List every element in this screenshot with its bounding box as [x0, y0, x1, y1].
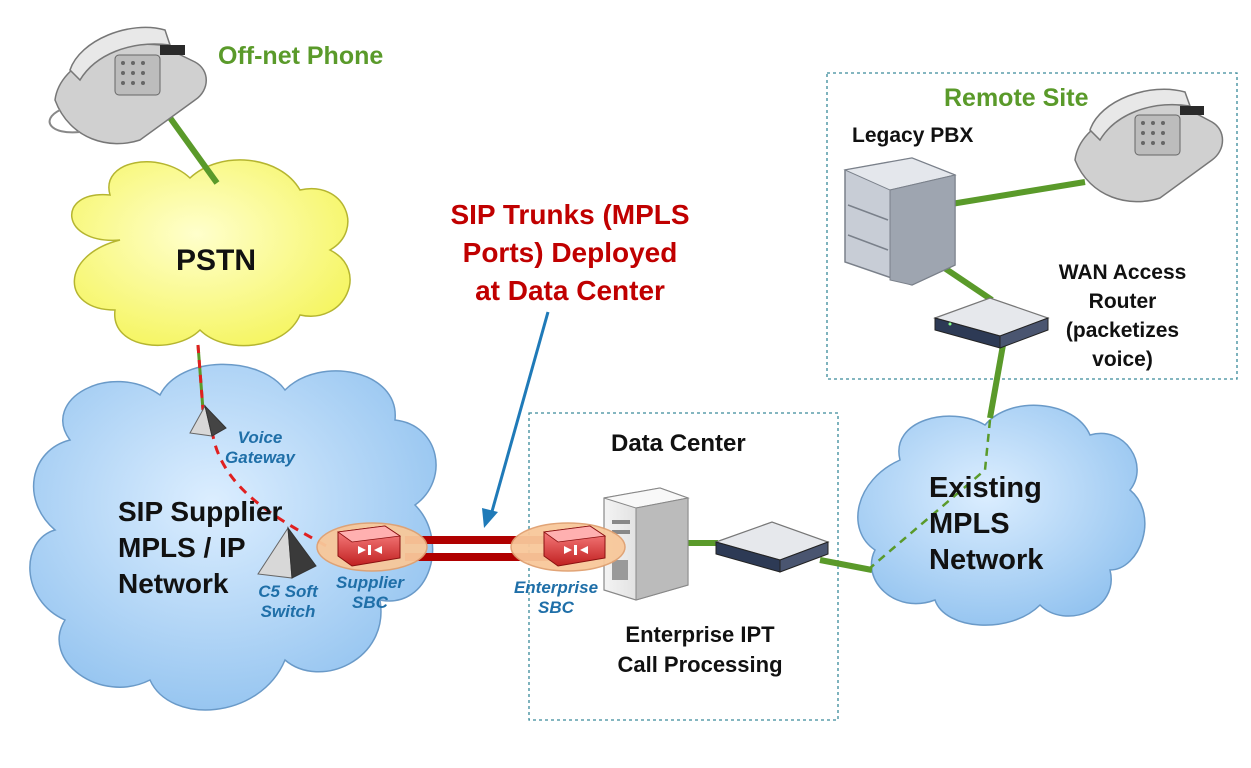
- voice-gateway-line2: Gateway: [225, 448, 295, 467]
- supplier-sbc-line2: SBC: [352, 593, 388, 612]
- remote-phone-icon: [1074, 88, 1224, 203]
- sip-trunk-lower: [405, 553, 553, 561]
- sip-supplier-network-label: SIP Supplier MPLS / IP Network: [118, 494, 282, 602]
- wan-access-router-label: WAN Access Router (packetizes voice): [1050, 258, 1195, 374]
- pstn-gateway-dashed-path-red: [196, 344, 205, 411]
- remote-site-label: Remote Site: [944, 84, 1089, 112]
- gateway-to-sbc-dashed-path: [210, 429, 331, 550]
- enterprise-ipt-server-icon: [603, 487, 690, 601]
- data-center-router-icon: [714, 521, 830, 573]
- existing-mpls-cloud: [857, 404, 1146, 626]
- callout-arrow: [489, 311, 550, 516]
- pstn-label: PSTN: [176, 244, 257, 277]
- existing-mpls-network-label: Existing MPLS Network: [929, 470, 1043, 578]
- pbx-to-phone-link: [944, 179, 1086, 208]
- wan-router-line3: (packetizes: [1065, 319, 1180, 342]
- mpls-dashed-path: [869, 419, 992, 569]
- enterprise-sbc-line1: Enterprise: [513, 578, 599, 597]
- c5-soft-switch-label: C5 Soft Switch: [248, 582, 328, 622]
- supplier-sbc-label: Supplier SBC: [328, 573, 412, 613]
- sip-trunks-line3: at Data Center: [475, 275, 665, 306]
- remote-site-box: [826, 72, 1238, 380]
- data-center-label: Data Center: [611, 430, 746, 457]
- c5-soft-switch-icon: [257, 526, 317, 579]
- voice-gateway-line1: Voice: [237, 428, 283, 447]
- existing-mpls-line2: MPLS: [929, 508, 1010, 540]
- supplier-sbc-line1: Supplier: [335, 573, 404, 592]
- enterprise-sbc-icon: [510, 522, 626, 572]
- pstn-cloud: [71, 159, 351, 347]
- existing-mpls-line3: Network: [929, 544, 1044, 576]
- legacy-pbx-icon: [843, 157, 957, 286]
- c5-line1: C5 Soft: [258, 582, 318, 601]
- wan-access-router-icon: [933, 297, 1050, 349]
- sip-trunks-line1: SIP Trunks (MPLS: [450, 199, 690, 230]
- voice-gateway-icon: [189, 404, 227, 437]
- wan-router-line1: WAN Access: [1058, 261, 1187, 284]
- router-to-mpls-dc-link: [819, 557, 873, 573]
- sip-supplier-line3: Network: [118, 568, 229, 599]
- router-to-mpls-link: [987, 344, 1006, 419]
- sip-trunks-callout: SIP Trunks (MPLS Ports) Deployed at Data…: [430, 196, 710, 310]
- legacy-pbx-label: Legacy PBX: [852, 124, 974, 147]
- offnet-phone-label: Off-net Phone: [218, 42, 384, 70]
- sip-trunks-line2: Ports) Deployed: [462, 237, 678, 268]
- wan-router-line2: Router: [1088, 290, 1157, 313]
- pbx-to-router-link: [938, 262, 994, 303]
- phone-to-pstn-link: [160, 106, 220, 185]
- enterprise-ipt-line1: Enterprise IPT: [625, 622, 775, 647]
- supplier-sbc-icon: [316, 522, 428, 572]
- voice-gateway-label: Voice Gateway: [220, 428, 300, 468]
- enterprise-ipt-line2: Call Processing: [617, 652, 783, 677]
- enterprise-sbc-label: Enterprise SBC: [506, 578, 606, 618]
- wan-router-line4: voice): [1092, 348, 1153, 371]
- callout-arrowhead: [482, 508, 498, 528]
- sip-supplier-line1: SIP Supplier: [118, 496, 283, 527]
- sip-supplier-cloud: [29, 363, 437, 711]
- c5-line2: Switch: [260, 602, 316, 621]
- sip-trunk-upper: [405, 536, 553, 544]
- existing-mpls-line1: Existing: [929, 472, 1042, 504]
- enterprise-sbc-line2: SBC: [538, 598, 574, 617]
- sip-supplier-line2: MPLS / IP: [118, 532, 246, 563]
- enterprise-ipt-label: Enterprise IPT Call Processing: [600, 620, 800, 680]
- offnet-phone-icon: [48, 26, 207, 145]
